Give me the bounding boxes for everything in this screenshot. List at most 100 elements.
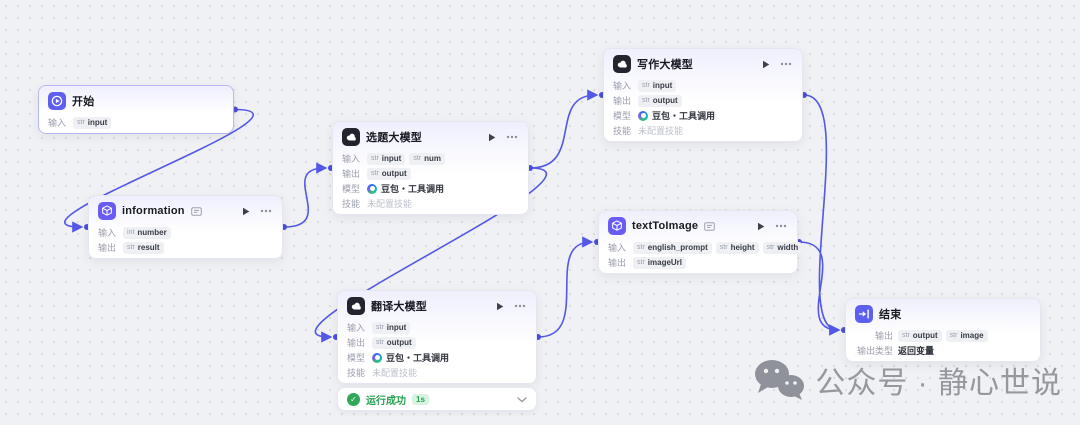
run-node-button[interactable]	[759, 57, 773, 71]
edge-information-to-topic_llm	[283, 162, 328, 228]
doubao-model-icon	[367, 183, 377, 194]
node-title: 写作大模型	[637, 59, 693, 71]
node-field-row: 技能未配置技能	[613, 123, 793, 138]
run-node-button[interactable]	[493, 299, 507, 313]
node-menu-button[interactable]	[259, 204, 273, 218]
node-title: textToImage	[632, 220, 699, 232]
watermark-text: 公众号 · 静心世说	[815, 367, 1062, 400]
field-label: 输出	[608, 258, 627, 268]
field-label: 输出	[98, 243, 117, 253]
field-label: 输入	[613, 81, 632, 91]
node-title: 开始	[72, 96, 95, 108]
node-field-row: 技能未配置技能	[342, 196, 519, 211]
node-field-row: 模型豆包・工具调用	[347, 350, 527, 365]
node-field-row: 技能未配置技能	[347, 365, 527, 380]
model-value: 豆包・工具调用	[372, 351, 449, 364]
node-menu-button[interactable]	[513, 299, 527, 313]
watermark: 公众号 · 静心世说	[753, 358, 1062, 402]
cube-node-icon	[608, 217, 626, 235]
node-field-row: 模型豆包・工具调用	[613, 108, 793, 123]
node-title: 翻译大模型	[371, 301, 427, 313]
skill-value: 未配置技能	[638, 126, 684, 136]
skill-value: 未配置技能	[372, 368, 418, 378]
field-label: 技能	[342, 199, 361, 209]
field-label: 模型	[342, 184, 361, 194]
run-node-button[interactable]	[754, 219, 768, 233]
field-label: 输入	[608, 243, 627, 253]
edge-write_llm-to-end	[803, 94, 841, 336]
node-menu-button[interactable]	[505, 130, 519, 144]
node-title: 结束	[879, 309, 902, 321]
doubao-model-icon	[372, 352, 382, 363]
edge-textToImage-to-end	[798, 241, 841, 336]
output-type-value: 返回变量	[898, 346, 935, 356]
wechat-icon	[755, 360, 805, 400]
field-label: 技能	[613, 126, 632, 136]
start-node-icon	[48, 92, 66, 110]
node-field-row: 模型豆包・工具调用	[342, 181, 519, 196]
field-label: 输出	[874, 331, 893, 341]
edge-start-to-information	[63, 108, 255, 233]
node-title: information	[122, 205, 185, 217]
llm-node-icon	[613, 55, 631, 73]
run-node-button[interactable]	[239, 204, 253, 218]
run-node-button[interactable]	[485, 130, 499, 144]
node-menu-button[interactable]	[779, 57, 793, 71]
run-duration-badge: 1s	[412, 393, 429, 405]
chevron-down-icon[interactable]	[517, 390, 527, 408]
edge-topic_llm-to-translate_llm	[314, 167, 548, 343]
success-check-icon: ✓	[347, 392, 360, 406]
doubao-model-icon	[638, 110, 648, 121]
field-label: 模型	[613, 111, 632, 121]
field-label: 输入	[98, 228, 117, 238]
model-value: 豆包・工具调用	[367, 182, 444, 195]
cube-node-icon	[98, 202, 116, 220]
node-field-row: 输出类型返回变量	[855, 343, 1031, 358]
llm-node-icon	[347, 297, 365, 315]
field-label: 技能	[347, 368, 366, 378]
node-menu-button[interactable]	[774, 219, 788, 233]
llm-node-icon	[342, 128, 360, 146]
field-label: 输出	[342, 169, 361, 179]
end-node-icon	[855, 305, 873, 323]
edge-translate_llm-to-textToImage	[537, 236, 594, 338]
field-label: 输入	[342, 154, 361, 164]
edge-topic_llm-to-write_llm	[529, 89, 599, 169]
field-label: 模型	[347, 353, 366, 363]
